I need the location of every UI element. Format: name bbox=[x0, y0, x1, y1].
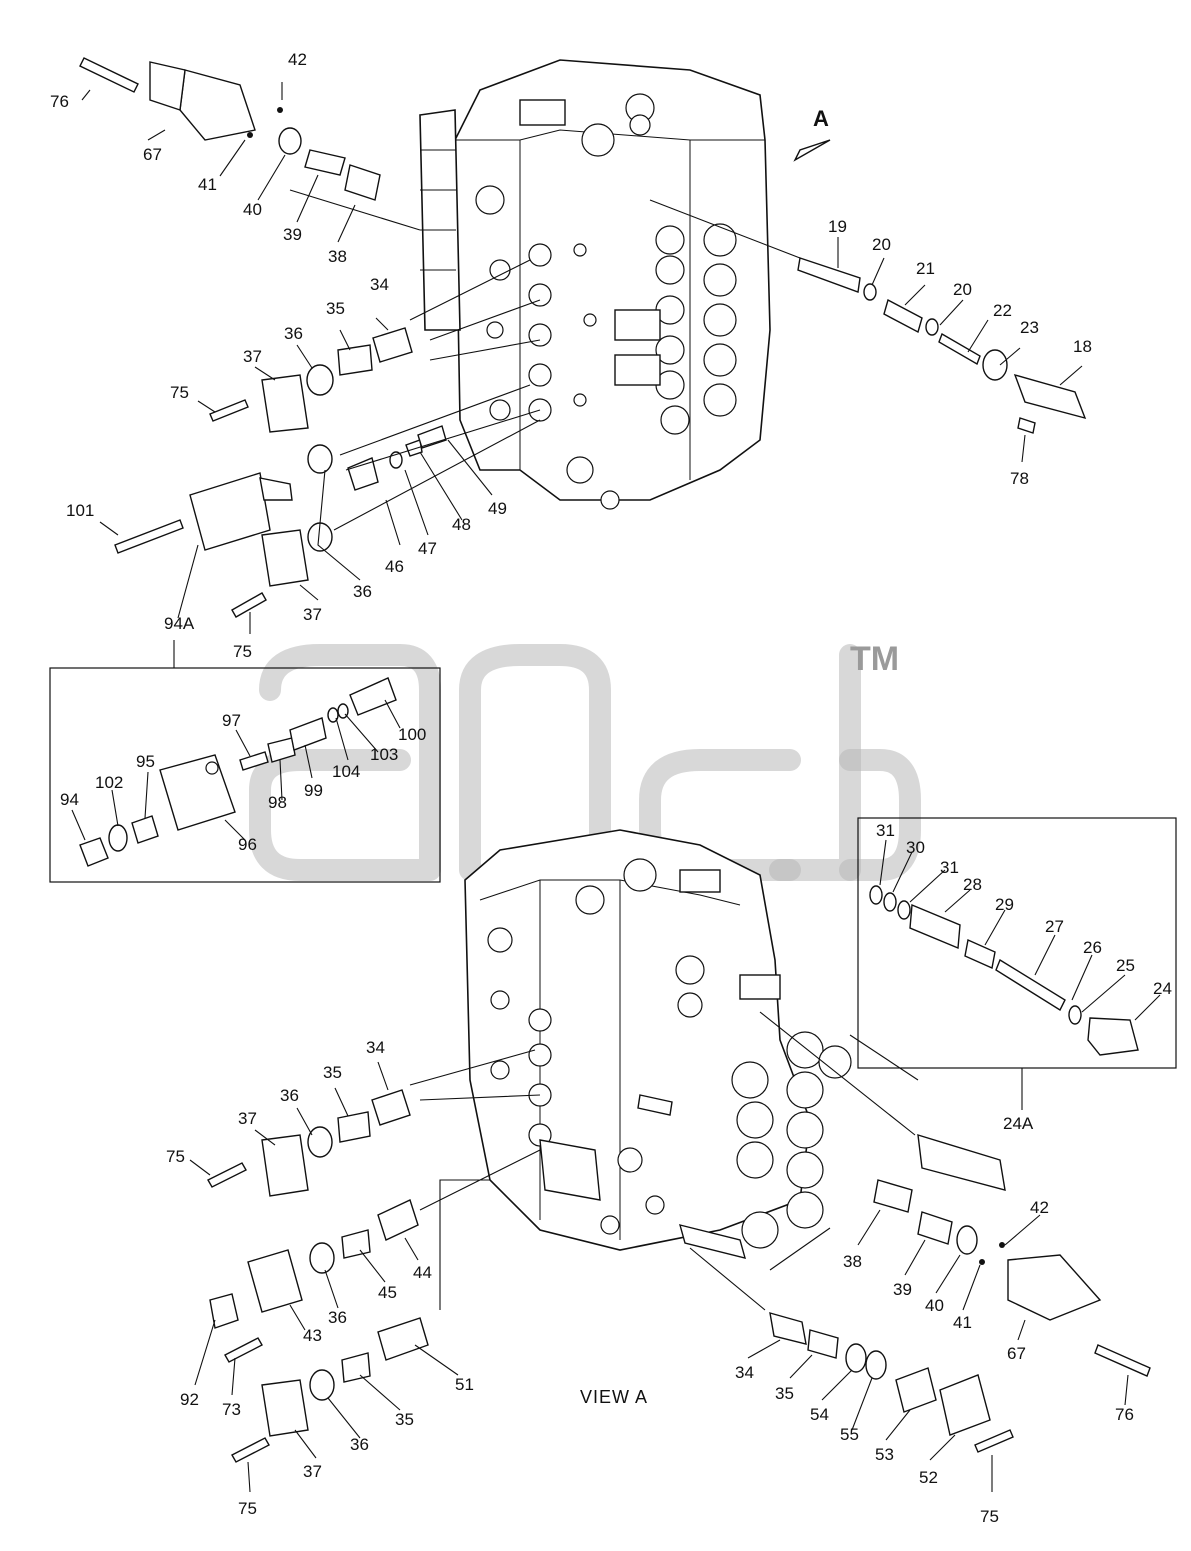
label: 37 bbox=[238, 1109, 257, 1128]
label: 21 bbox=[916, 259, 935, 278]
inset-94A-frame bbox=[49, 667, 441, 883]
label: 35 bbox=[775, 1384, 794, 1403]
label: 41 bbox=[198, 175, 217, 194]
label: 22 bbox=[993, 301, 1012, 320]
label: 27 bbox=[1045, 917, 1064, 936]
label: 54 bbox=[810, 1405, 829, 1424]
arrow-A-label: A bbox=[813, 106, 829, 131]
label: 35 bbox=[395, 1410, 414, 1429]
label: 36 bbox=[280, 1086, 299, 1105]
label: 19 bbox=[828, 217, 847, 236]
label: 76 bbox=[50, 92, 69, 111]
label: 45 bbox=[378, 1283, 397, 1302]
top-valve-body bbox=[419, 59, 771, 510]
label: 95 bbox=[136, 752, 155, 771]
label: 67 bbox=[1007, 1344, 1026, 1363]
label: 31 bbox=[876, 821, 895, 840]
label: 34 bbox=[366, 1038, 385, 1057]
label: 36 bbox=[353, 582, 372, 601]
label: 41 bbox=[953, 1313, 972, 1332]
bottom-leaders bbox=[189, 1011, 1129, 1493]
inset-94A bbox=[49, 640, 441, 883]
inset-24A bbox=[857, 817, 1177, 1069]
label: 75 bbox=[238, 1499, 257, 1518]
label: 34 bbox=[735, 1363, 754, 1382]
label: 31 bbox=[940, 858, 959, 877]
label: 92 bbox=[180, 1390, 199, 1409]
label: 30 bbox=[906, 838, 925, 857]
label: 38 bbox=[328, 247, 347, 266]
label: 29 bbox=[995, 895, 1014, 914]
label: 103 bbox=[370, 745, 398, 764]
label: 52 bbox=[919, 1468, 938, 1487]
label-texts: 76 42 67 41 40 39 38 34 35 36 37 75 101 … bbox=[50, 50, 1172, 1526]
label: 40 bbox=[925, 1296, 944, 1315]
label: 28 bbox=[963, 875, 982, 894]
label: 18 bbox=[1073, 337, 1092, 356]
label: 36 bbox=[350, 1435, 369, 1454]
label: 67 bbox=[143, 145, 162, 164]
label: 55 bbox=[840, 1425, 859, 1444]
label: 75 bbox=[170, 383, 189, 402]
label: 44 bbox=[413, 1263, 432, 1282]
label: 37 bbox=[243, 347, 262, 366]
label: 39 bbox=[283, 225, 302, 244]
watermark-logo: TM bbox=[249, 640, 921, 881]
label: 20 bbox=[953, 280, 972, 299]
top-view-parts bbox=[79, 57, 1087, 618]
label: 100 bbox=[398, 725, 426, 744]
label: 104 bbox=[332, 762, 360, 781]
label: 94 bbox=[60, 790, 79, 809]
label: 75 bbox=[233, 642, 252, 661]
label: 46 bbox=[385, 557, 404, 576]
label: 48 bbox=[452, 515, 471, 534]
label: 26 bbox=[1083, 938, 1102, 957]
label: 94A bbox=[164, 614, 195, 633]
label: 35 bbox=[323, 1063, 342, 1082]
label: 49 bbox=[488, 499, 507, 518]
label: 40 bbox=[243, 200, 262, 219]
label: 24A bbox=[1003, 1114, 1034, 1133]
label: 42 bbox=[1030, 1198, 1049, 1217]
label: 76 bbox=[1115, 1405, 1134, 1424]
bottom-valve-body bbox=[464, 829, 852, 1259]
label: 23 bbox=[1020, 318, 1039, 337]
label: 37 bbox=[303, 1462, 322, 1481]
label: 73 bbox=[222, 1400, 241, 1419]
label: 42 bbox=[288, 50, 307, 69]
label: 99 bbox=[304, 781, 323, 800]
inset-24A-frame bbox=[857, 817, 1177, 1069]
label: 75 bbox=[980, 1507, 999, 1526]
label: 75 bbox=[166, 1147, 185, 1166]
label: 78 bbox=[1010, 469, 1029, 488]
label: 101 bbox=[66, 501, 94, 520]
label: 25 bbox=[1116, 956, 1135, 975]
label: 47 bbox=[418, 539, 437, 558]
label: 96 bbox=[238, 835, 257, 854]
top-leaders bbox=[81, 82, 1083, 634]
label: 36 bbox=[284, 324, 303, 343]
label: 53 bbox=[875, 1445, 894, 1464]
label: 39 bbox=[893, 1280, 912, 1299]
bottom-view-parts bbox=[207, 1089, 1151, 1463]
label: 98 bbox=[268, 793, 287, 812]
trademark-text: TM bbox=[850, 640, 899, 678]
label: 36 bbox=[328, 1308, 347, 1327]
label: 43 bbox=[303, 1326, 322, 1345]
label: 38 bbox=[843, 1252, 862, 1271]
label: 37 bbox=[303, 605, 322, 624]
label: 97 bbox=[222, 711, 241, 730]
label: 24 bbox=[1153, 979, 1172, 998]
label: 35 bbox=[326, 299, 345, 318]
label: 20 bbox=[872, 235, 891, 254]
label: 102 bbox=[95, 773, 123, 792]
label: 51 bbox=[455, 1375, 474, 1394]
label: 34 bbox=[370, 275, 389, 294]
view-caption: VIEW A bbox=[580, 1387, 648, 1407]
